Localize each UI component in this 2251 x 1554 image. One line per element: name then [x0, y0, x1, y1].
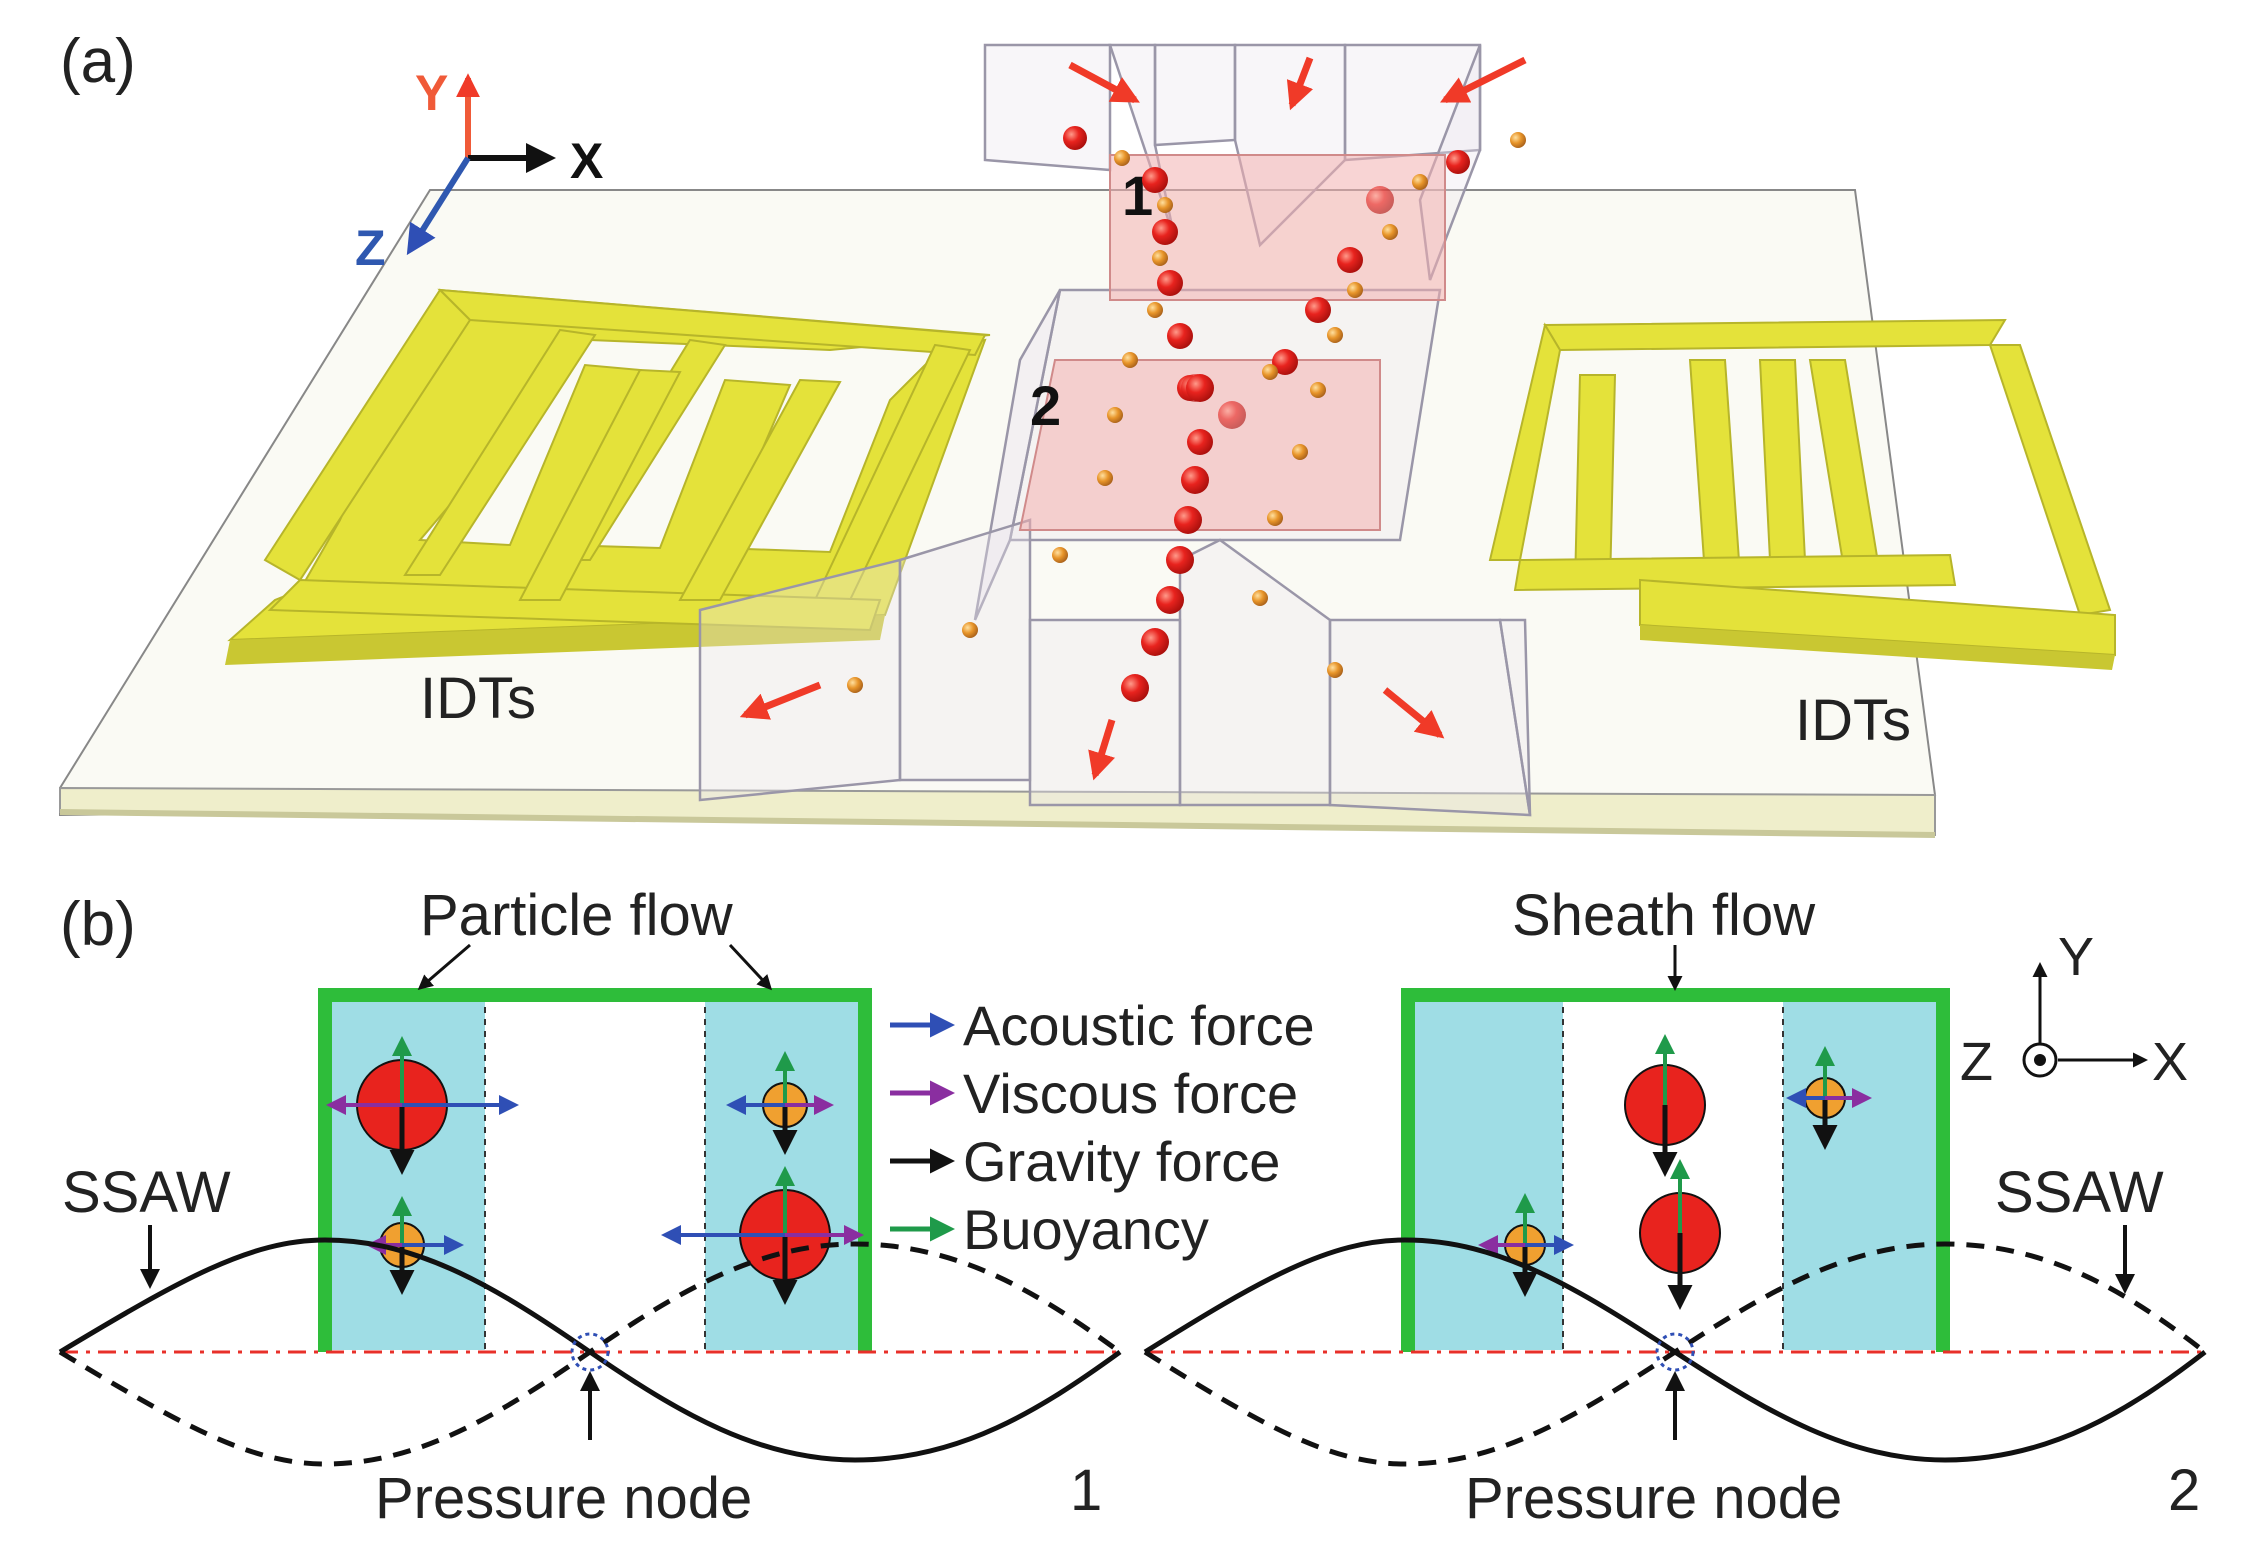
pressure-node-label-right: Pressure node	[1465, 1466, 1842, 1531]
particle-large	[1305, 297, 1331, 323]
particle-small	[1327, 327, 1343, 343]
particle-small	[1262, 364, 1278, 380]
particle-small	[1152, 250, 1168, 266]
panel-b-label: (b)	[60, 890, 136, 959]
axis-y-label-b: Y	[2058, 927, 2094, 987]
flow-arrows	[739, 56, 1527, 781]
particle-small	[1382, 224, 1398, 240]
particle-small	[1267, 510, 1283, 526]
particle-small	[1114, 150, 1130, 166]
particle-small	[1412, 174, 1428, 190]
particle-large	[1181, 466, 1209, 494]
particle-large	[1337, 247, 1363, 273]
legend-viscous: Viscous force	[963, 1062, 1298, 1125]
flow-arrow	[739, 681, 822, 720]
pressure-node-marker-right	[1655, 1332, 1695, 1372]
particle-large	[1142, 167, 1168, 193]
particle-large	[1174, 506, 1202, 534]
axis-z-label: Z	[355, 220, 386, 276]
particle-small	[1310, 382, 1326, 398]
panel-b: (b) Particle flow	[58, 883, 2207, 1531]
sheath-zone-right-a	[1408, 995, 1563, 1350]
cross-section-left: Particle flow	[58, 883, 1122, 1531]
legend-gravity: Gravity force	[963, 1130, 1280, 1193]
flow-arrow	[1068, 61, 1140, 104]
particle-group-left-1	[326, 1036, 519, 1175]
panel-b-index-2: 2	[2168, 1458, 2200, 1523]
particle-small	[1292, 444, 1308, 460]
particle-group-left-3	[726, 1051, 834, 1155]
flow-arrow	[1382, 687, 1445, 739]
idt-right	[1488, 318, 2116, 670]
particle-small	[847, 677, 863, 693]
idt-left-label: IDTs	[420, 666, 536, 731]
particle-group-right-3	[1786, 1046, 1872, 1150]
pressure-node-label-left: Pressure node	[375, 1466, 752, 1531]
flow-arrow	[1088, 718, 1116, 781]
particle-group-right-2	[1639, 1159, 1721, 1310]
axis-z-label-b: Z	[1960, 1032, 1993, 1092]
particle-large	[1187, 429, 1213, 455]
particle-large	[1141, 628, 1169, 656]
panel-a-label: (a)	[60, 27, 136, 96]
particle-group-right-1	[1624, 1034, 1706, 1177]
ssaw-dashed-right	[1143, 1241, 2207, 1467]
channel-walls-right	[1401, 988, 1950, 1352]
particle-group-right-4	[1478, 1193, 1574, 1297]
region-2-label: 2	[1030, 374, 1061, 437]
legend-acoustic: Acoustic force	[963, 994, 1315, 1057]
flow-arrow	[1286, 56, 1314, 111]
sheath-zone-left-a	[325, 995, 485, 1350]
idt-left-fingers	[263, 288, 987, 632]
particle-large	[1218, 401, 1246, 429]
particle-large	[1186, 374, 1214, 402]
particle-large	[1152, 219, 1178, 245]
cross-section-right: Sheath flow	[1143, 883, 2207, 1531]
left-title: Particle flow	[420, 883, 734, 948]
particle-small	[962, 622, 978, 638]
panel-a: (a) IDTs	[59, 27, 2116, 838]
particle-large	[1167, 323, 1193, 349]
legend: Acoustic force Viscous force Gravity for…	[890, 994, 1315, 1261]
particle-large	[1063, 126, 1087, 150]
particle-small	[1147, 302, 1163, 318]
legend-buoyancy: Buoyancy	[963, 1198, 1209, 1261]
particle-small	[1122, 352, 1138, 368]
particle-large	[1166, 546, 1194, 574]
ssaw-label-left: SSAW	[62, 1160, 231, 1225]
panel-b-index-1: 1	[1070, 1458, 1102, 1523]
particle-small	[1107, 407, 1123, 423]
particle-small	[1252, 590, 1268, 606]
particle-small	[1097, 470, 1113, 486]
particle-large	[1446, 150, 1470, 174]
particle-large	[1366, 186, 1394, 214]
right-title: Sheath flow	[1512, 883, 1816, 948]
particle-large	[1272, 349, 1298, 375]
axes-3d: Y X Z	[355, 65, 603, 276]
particle-small	[1327, 662, 1343, 678]
particle-large	[1121, 674, 1149, 702]
particle-large	[1157, 270, 1183, 296]
ssaw-dashed-left	[58, 1241, 1122, 1467]
idt-right-label: IDTs	[1795, 688, 1911, 753]
axis-x-label-b: X	[2152, 1032, 2188, 1092]
flow-arrow	[1439, 56, 1527, 104]
ssaw-label-right: SSAW	[1995, 1160, 2164, 1225]
channel-walls-left	[318, 988, 872, 1352]
axis-x-label: X	[570, 133, 603, 189]
sheath-zone-right-b	[1783, 995, 1943, 1350]
particle-small	[1052, 547, 1068, 563]
particle-large	[1156, 586, 1184, 614]
particles-a	[847, 126, 1526, 702]
axes-2d: Y Z X	[1960, 927, 2188, 1092]
particle-small	[1347, 282, 1363, 298]
axis-y-label: Y	[415, 65, 448, 121]
particle-small	[1157, 197, 1173, 213]
particle-small	[1510, 132, 1526, 148]
pressure-node-marker-left	[570, 1332, 610, 1372]
